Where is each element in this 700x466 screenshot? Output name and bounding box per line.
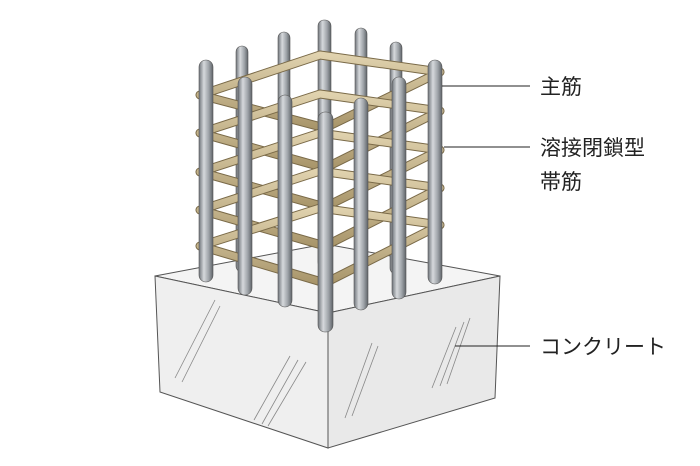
rebar bbox=[353, 97, 369, 311]
concrete-block bbox=[154, 243, 501, 449]
concrete-right-face bbox=[327, 275, 501, 449]
rebar bbox=[198, 59, 214, 283]
concrete-label: コンクリート bbox=[540, 335, 666, 359]
hoop-label-line1: 溶接閉鎖型 bbox=[540, 136, 645, 160]
rebar bbox=[277, 94, 293, 308]
concrete-texture-lines bbox=[174, 299, 471, 427]
hoop-label-line2: 帯筋 bbox=[540, 170, 582, 194]
main-bar-label: 主筋 bbox=[540, 75, 582, 99]
front-rebars bbox=[198, 59, 443, 333]
rebar bbox=[317, 111, 334, 333]
leader-lines bbox=[442, 85, 530, 347]
rebar bbox=[391, 76, 407, 300]
rebar bbox=[427, 59, 443, 285]
rebar bbox=[237, 76, 253, 296]
